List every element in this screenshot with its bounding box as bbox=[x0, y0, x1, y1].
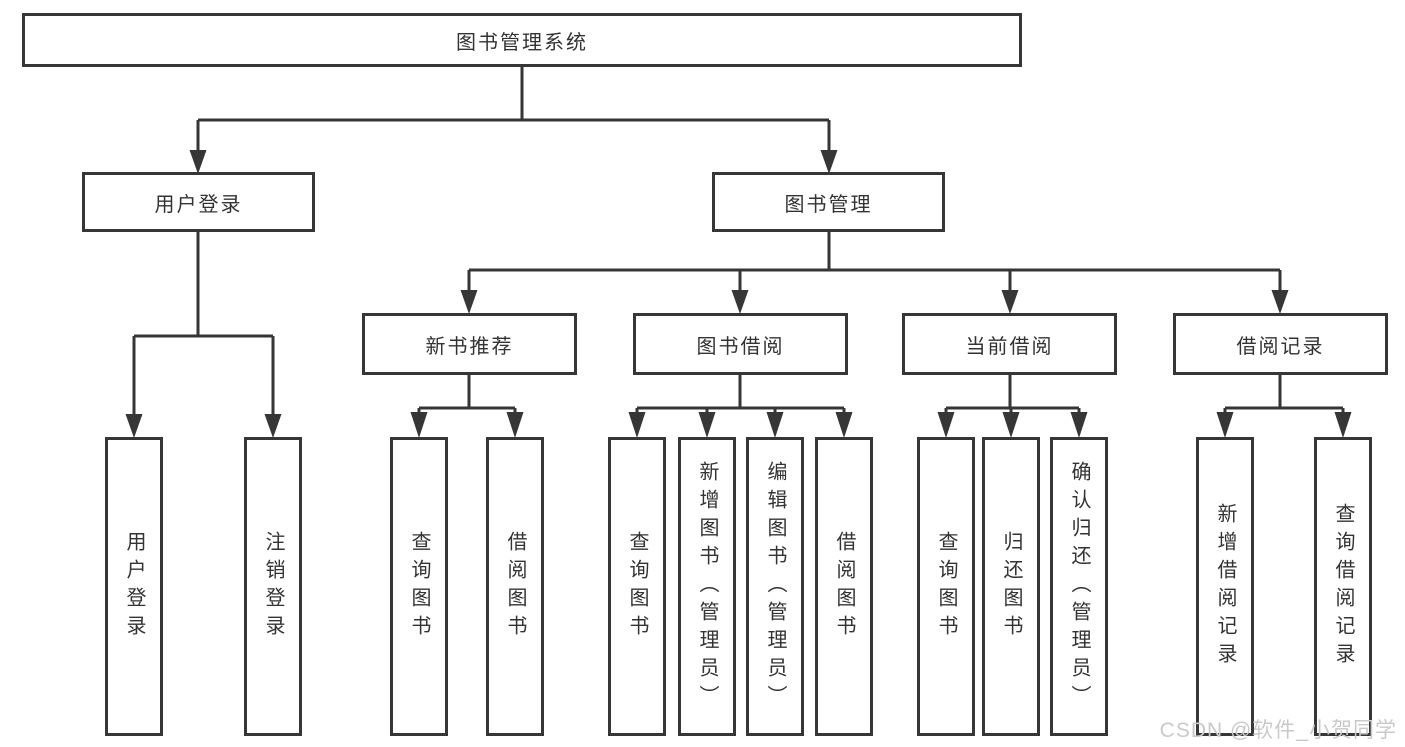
leaf-query-books-current: 查询图书 bbox=[917, 437, 975, 736]
leaf-add-borrow-record-label: 新增借阅记录 bbox=[1214, 502, 1236, 671]
node-new-book-recommend-label: 新书推荐 bbox=[425, 335, 514, 358]
leaf-return-book: 归还图书 bbox=[982, 437, 1040, 736]
leaf-borrow-books-recommend: 借阅图书 bbox=[486, 437, 544, 736]
node-root-label: 图书管理系统 bbox=[456, 31, 588, 54]
leaf-add-book-admin-label: 新增图书（管理员） bbox=[696, 460, 718, 713]
node-user-login: 用户登录 bbox=[82, 172, 315, 232]
node-borrow-records-label: 借阅记录 bbox=[1236, 335, 1325, 358]
leaf-logout: 注销登录 bbox=[244, 437, 302, 736]
leaf-logout-label: 注销登录 bbox=[262, 530, 284, 643]
node-book-borrow: 图书借阅 bbox=[633, 313, 848, 375]
node-book-borrow-label: 图书借阅 bbox=[696, 335, 785, 358]
node-user-login-label: 用户登录 bbox=[154, 193, 243, 216]
leaf-query-books-borrow-label: 查询图书 bbox=[626, 530, 648, 643]
node-book-mgmt: 图书管理 bbox=[712, 172, 945, 232]
leaf-add-borrow-record: 新增借阅记录 bbox=[1196, 437, 1254, 736]
leaf-query-books-recommend-label: 查询图书 bbox=[408, 530, 430, 643]
node-current-borrow-label: 当前借阅 bbox=[965, 335, 1054, 358]
node-borrow-records: 借阅记录 bbox=[1173, 313, 1388, 375]
node-new-book-recommend: 新书推荐 bbox=[362, 313, 577, 375]
leaf-confirm-return-admin-label: 确认归还（管理员） bbox=[1068, 460, 1090, 713]
leaf-return-book-label: 归还图书 bbox=[1000, 530, 1022, 643]
leaf-borrow-books: 借阅图书 bbox=[815, 437, 873, 736]
node-current-borrow: 当前借阅 bbox=[902, 313, 1117, 375]
leaf-confirm-return-admin: 确认归还（管理员） bbox=[1050, 437, 1108, 736]
leaf-query-borrow-record-label: 查询借阅记录 bbox=[1332, 502, 1354, 671]
leaf-query-books-recommend: 查询图书 bbox=[390, 437, 448, 736]
leaf-user-login: 用户登录 bbox=[105, 437, 163, 736]
watermark: CSDN @软件_小贺同学 bbox=[1159, 719, 1397, 742]
leaf-add-book-admin: 新增图书（管理员） bbox=[678, 437, 736, 736]
leaf-borrow-books-label: 借阅图书 bbox=[833, 530, 855, 643]
leaf-edit-book-admin: 编辑图书（管理员） bbox=[746, 437, 804, 736]
leaf-user-login-label: 用户登录 bbox=[123, 530, 145, 643]
leaf-edit-book-admin-label: 编辑图书（管理员） bbox=[764, 460, 786, 713]
leaf-query-books-current-label: 查询图书 bbox=[935, 530, 957, 643]
leaf-query-books-borrow: 查询图书 bbox=[608, 437, 666, 736]
leaf-borrow-books-recommend-label: 借阅图书 bbox=[504, 530, 526, 643]
node-book-mgmt-label: 图书管理 bbox=[784, 193, 873, 216]
leaf-query-borrow-record: 查询借阅记录 bbox=[1314, 437, 1372, 736]
node-root: 图书管理系统 bbox=[22, 13, 1022, 67]
